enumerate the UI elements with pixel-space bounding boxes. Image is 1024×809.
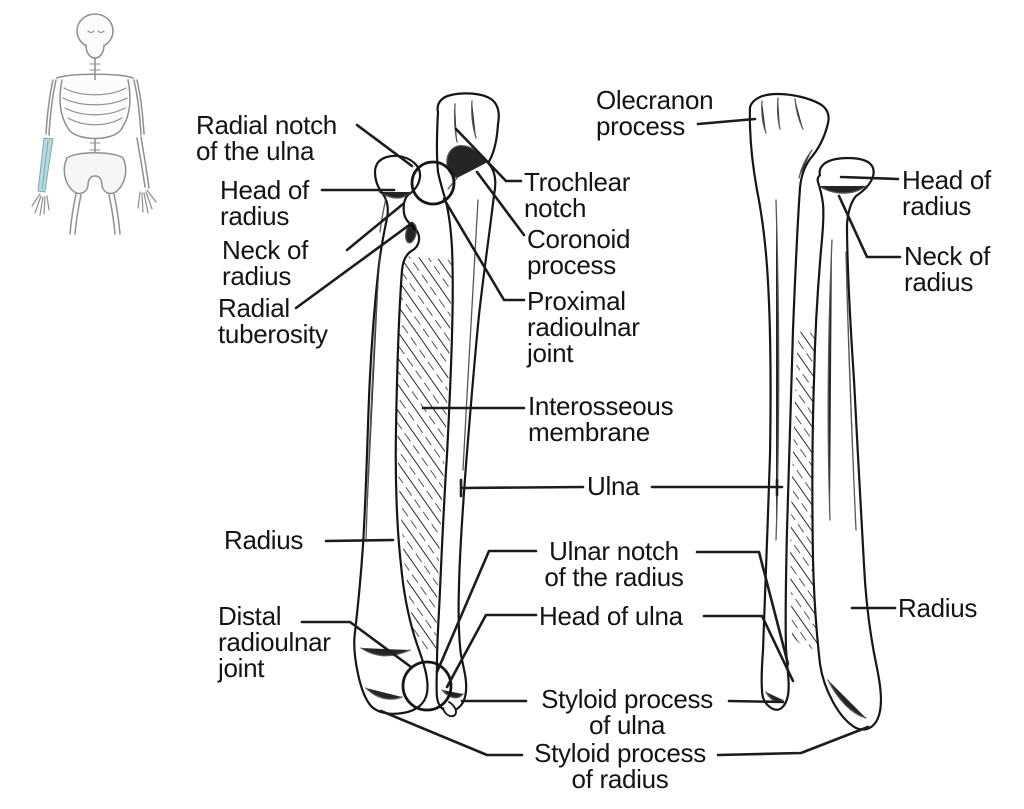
label-radial-notch-of-ulna: Radial notch of the ulna	[196, 110, 337, 166]
label-neck-of-radius-left: Neck of radius	[222, 235, 309, 291]
label-ulnar-notch-of-radius: Ulnar notch of the radius	[544, 536, 684, 592]
label-distal-radioulnar-joint: Distal radioulnar joint	[218, 601, 331, 683]
label-interosseous-membrane: Interosseous membrane	[528, 391, 674, 447]
leader-head-of-radius-right	[839, 175, 900, 181]
skeleton-thumbnail	[31, 13, 157, 235]
label-head-of-ulna: Head of ulna	[539, 601, 683, 631]
leader-neck-of-radius-right	[837, 194, 902, 259]
label-olecranon-process: Olecranon process	[596, 85, 714, 141]
leader-ulna-left	[459, 478, 585, 498]
leader-ulna-right	[650, 478, 784, 497]
label-styloid-process-of-radius: Styloid process of radius	[534, 738, 706, 794]
distal-joint-circle	[401, 660, 453, 712]
label-trochlear-notch: Trochlear notch	[524, 167, 631, 223]
label-coronoid-process: Coronoid process	[527, 224, 631, 280]
label-radius-left: Radius	[224, 525, 304, 555]
leader-olecranon-process	[696, 117, 757, 126]
leader-radial-notch	[355, 123, 414, 168]
label-neck-of-radius-right: Neck of radius	[904, 241, 991, 297]
highlighted-forearm	[37, 137, 54, 193]
label-radial-tuberosity: Radial tuberosity	[218, 293, 328, 349]
leader-neck-of-radius-left	[345, 202, 405, 252]
leader-distal-radioulnar-joint	[300, 620, 413, 669]
ulna-bone-posterior	[748, 92, 830, 711]
leader-styloid-ulna-right	[727, 699, 785, 704]
leader-radius-left	[324, 538, 395, 543]
proximal-joint-circle	[410, 160, 456, 206]
leader-radial-tuberosity	[294, 221, 414, 310]
leader-ulnar-notch-left	[435, 549, 538, 674]
leader-head-of-ulna-right	[702, 614, 795, 683]
label-head-of-radius-left: Head of radius	[220, 175, 309, 231]
leader-ulnar-notch-right	[695, 550, 790, 666]
leader-styloid-radius-left	[379, 709, 524, 757]
bones-posterior-view	[748, 92, 883, 731]
leader-trochlear-notch	[454, 127, 523, 183]
leader-styloid-radius-right	[716, 725, 870, 757]
ulna-bone-anterior	[435, 92, 500, 713]
radius-bone-posterior	[811, 156, 883, 731]
label-radius-right: Radius	[898, 593, 978, 623]
label-styloid-process-of-ulna: Styloid process of ulna	[541, 684, 713, 740]
leader-lines	[294, 117, 902, 757]
styloid-process-ulna-anterior	[442, 701, 457, 718]
label-proximal-radioulnar-joint: Proximal radioulnar joint	[527, 286, 640, 368]
leader-coronoid-process	[475, 170, 526, 237]
bones-anterior-view	[353, 92, 500, 718]
leader-proximal-radioulnar-joint	[442, 197, 526, 302]
label-head-of-radius-right: Head of radius	[902, 165, 991, 221]
leader-head-of-ulna-left	[445, 613, 538, 689]
label-ulna: Ulna	[587, 471, 640, 501]
interosseous-membrane-anterior	[397, 256, 452, 650]
